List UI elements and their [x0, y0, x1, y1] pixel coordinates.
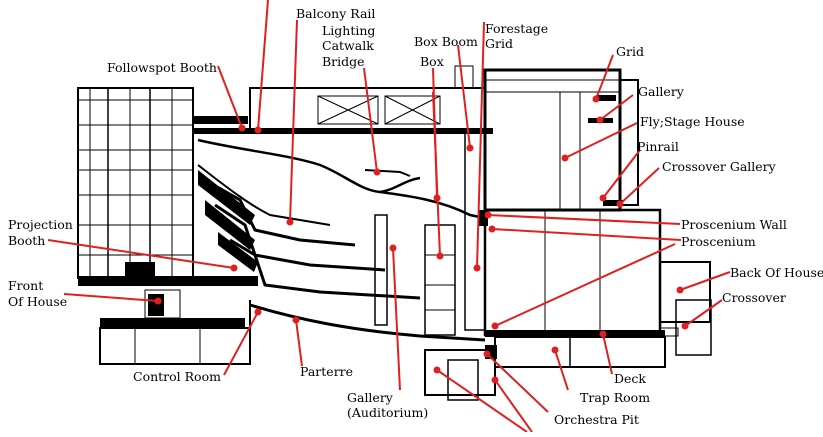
leader-dots — [154, 95, 689, 384]
leader-lines — [47, 0, 731, 433]
auditorium-ceiling-and-balconies — [197, 129, 488, 360]
label-projection-booth-line2: Booth — [8, 233, 45, 248]
labels: Balcony Rail Lighting Catwalk Bridge Box… — [8, 6, 823, 427]
label-forestage-grid-line2: Grid — [485, 36, 513, 51]
label-projection-booth-line1: Projection — [8, 217, 73, 232]
label-gallery-auditorium-line2: (Auditorium) — [347, 405, 428, 420]
label-proscenium: Proscenium — [681, 234, 756, 249]
label-deck: Deck — [614, 371, 646, 386]
label-forestage-grid-line1: Forestage — [485, 21, 548, 36]
label-crossover: Crossover — [722, 290, 786, 305]
label-gallery: Gallery — [638, 84, 685, 99]
label-followspot-booth: Followspot Booth — [107, 60, 217, 75]
stage-house — [483, 68, 712, 356]
label-lighting-catwalk-line3: Bridge — [322, 54, 365, 69]
label-pinrail: Pinrail — [637, 139, 679, 154]
label-lighting-catwalk-line2: Catwalk — [322, 38, 374, 53]
stage-floor-trap-orchestra — [424, 330, 666, 401]
label-box: Box — [420, 54, 444, 69]
label-front-of-house-line2: Of House — [8, 294, 67, 309]
building-section-drawing — [77, 65, 712, 401]
label-crossover-gallery: Crossover Gallery — [662, 159, 777, 174]
auditorium-roof — [193, 65, 493, 134]
label-control-room: Control Room — [133, 369, 221, 384]
label-trap-room: Trap Room — [580, 390, 650, 405]
label-gallery-auditorium-line1: Gallery — [347, 390, 394, 405]
label-back-of-house: Back Of House — [730, 265, 823, 280]
label-parterre: Parterre — [300, 364, 353, 379]
label-box-boom: Box Boom — [414, 34, 478, 49]
label-fly-stage-house: Fly;Stage House — [640, 114, 745, 129]
label-grid: Grid — [616, 44, 644, 59]
label-balcony-rail: Balcony Rail — [296, 6, 375, 21]
label-front-of-house-line1: Front — [8, 278, 43, 293]
label-orchestra-pit: Orchestra Pit — [554, 412, 639, 427]
label-proscenium-wall: Proscenium Wall — [681, 217, 787, 232]
label-lighting-catwalk-line1: Lighting — [322, 23, 375, 38]
